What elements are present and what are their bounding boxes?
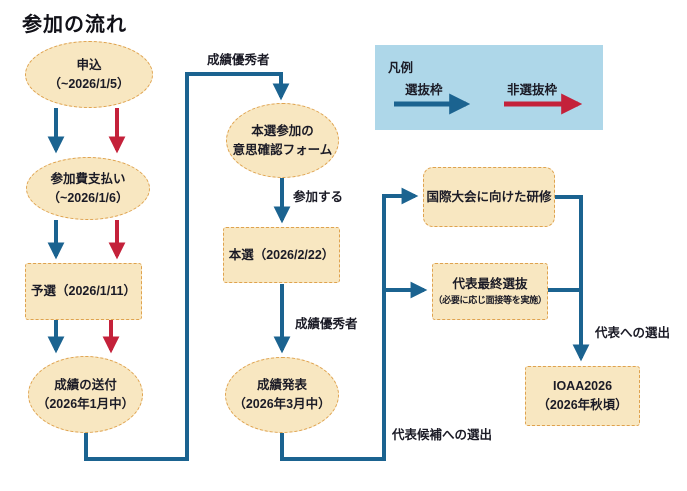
node-apply-line1: 申込 bbox=[76, 57, 102, 72]
node-intent-form: 本選参加の 意思確認フォーム bbox=[226, 103, 339, 178]
node-score-send: 成績の送付 （2026年1月中） bbox=[28, 356, 143, 433]
node-apply: 申込 （~2026/1/5） bbox=[25, 41, 153, 108]
node-final-round-line1: 本選（2026/2/22） bbox=[228, 247, 335, 262]
node-intent-form-line1: 本選参加の bbox=[251, 123, 314, 138]
node-final-selection-line2: （必要に応じ面接等を実施） bbox=[433, 295, 547, 306]
edge-label-top-performers-1: 成績優秀者 bbox=[207, 53, 270, 67]
node-qualifier-line1: 予選（2026/1/11） bbox=[31, 284, 136, 299]
page-title: 参加の流れ bbox=[22, 14, 127, 36]
legend-label-selected: 選抜枠 bbox=[405, 83, 443, 97]
edge-training-to-ioaa bbox=[555, 195, 590, 362]
node-qualifier: 予選（2026/1/11） bbox=[25, 263, 142, 320]
legend-label-non-selected: 非選抜枠 bbox=[507, 83, 558, 97]
edge-score-send-to-intent-form bbox=[84, 72, 290, 461]
node-payment-line2: （~2026/1/6） bbox=[47, 190, 129, 205]
node-final-selection: 代表最終選抜 （必要に応じ面接等を実施） bbox=[432, 263, 548, 320]
node-training-line1: 国際大会に向けた研修 bbox=[426, 189, 552, 204]
node-training: 国際大会に向けた研修 bbox=[423, 167, 555, 227]
node-final-selection-line1: 代表最終選抜 bbox=[452, 277, 528, 292]
node-ioaa-line1: IOAA2026 bbox=[552, 379, 613, 394]
node-payment-line1: 参加費支払い bbox=[50, 171, 126, 186]
edge-label-participate: 参加する bbox=[293, 190, 344, 204]
edge-label-top-performers-2: 成績優秀者 bbox=[295, 317, 358, 331]
legend-box: 凡例 選抜枠 非選抜枠 bbox=[375, 45, 603, 130]
legend-title: 凡例 bbox=[388, 61, 414, 75]
node-ioaa-line2: （2026年秋頃） bbox=[537, 398, 628, 412]
node-score-send-line1: 成績の送付 bbox=[54, 377, 117, 392]
node-intent-form-line2: 意思確認フォーム bbox=[232, 142, 333, 157]
node-final-round: 本選（2026/2/22） bbox=[223, 227, 340, 283]
node-apply-line2: （~2026/1/5） bbox=[48, 76, 130, 91]
node-ioaa: IOAA2026 （2026年秋頃） bbox=[525, 366, 640, 426]
node-score-announce-line1: 成績発表 bbox=[256, 378, 307, 393]
edge-label-candidate-selection: 代表候補への選出 bbox=[392, 428, 493, 442]
edge-announce-to-training bbox=[280, 187, 419, 461]
node-score-announce: 成績発表 （2026年3月中） bbox=[225, 357, 339, 433]
node-payment: 参加費支払い （~2026/1/6） bbox=[26, 157, 150, 220]
node-score-send-line2: （2026年1月中） bbox=[36, 396, 135, 411]
node-score-announce-line2: （2026年3月中） bbox=[233, 397, 331, 411]
edge-label-rep-selection: 代表への選出 bbox=[595, 326, 671, 340]
